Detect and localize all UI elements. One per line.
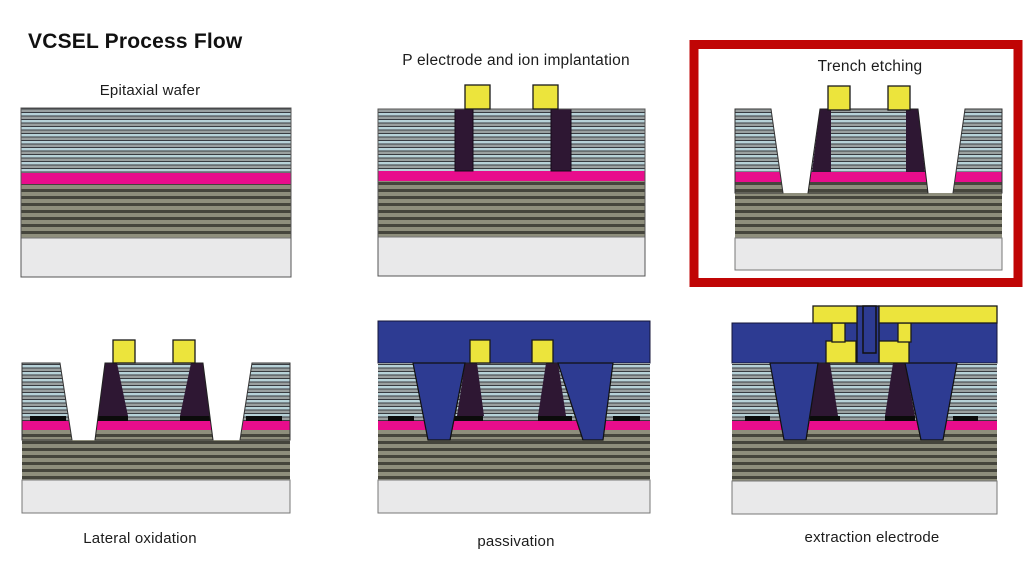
page-title: VCSEL Process Flow xyxy=(28,30,243,53)
aperture-slot xyxy=(862,305,877,354)
oxide-layer xyxy=(885,416,915,421)
ion-implant-region xyxy=(812,109,831,172)
ion-implant-region xyxy=(98,363,128,416)
bottom-dbr-stack xyxy=(22,440,290,480)
p-electrode xyxy=(827,85,851,111)
oxide-layer xyxy=(538,416,572,421)
passivation-trench-fill xyxy=(412,362,466,441)
substrate xyxy=(731,480,998,515)
panel-passivation xyxy=(377,320,651,514)
active-layer xyxy=(21,173,291,184)
extraction-electrode-via xyxy=(897,322,912,343)
sidewall-left xyxy=(22,363,72,440)
bottom-dbr-stack xyxy=(735,193,1002,238)
sidewall-right-outline xyxy=(952,108,1003,194)
sidewall-right-outline xyxy=(239,362,291,441)
bottom-dbr-stack xyxy=(732,440,997,481)
oxide-layer xyxy=(388,416,414,421)
p-electrode xyxy=(469,339,491,364)
sidewall-right xyxy=(240,363,290,440)
mesa xyxy=(806,363,921,440)
passivation-trench-fill xyxy=(769,362,819,441)
panel-trench-etching xyxy=(689,40,1023,287)
substrate xyxy=(21,479,291,514)
oxide-layer xyxy=(95,416,128,421)
sidewall-left-outline xyxy=(734,108,784,194)
panel-lateral-oxidation xyxy=(21,339,291,514)
oxide-layer xyxy=(745,416,770,421)
mesa-outline xyxy=(807,108,929,194)
passivation-trench-fill xyxy=(557,362,614,441)
p-electrode xyxy=(887,85,911,111)
panel-extraction-electrode xyxy=(731,305,998,515)
active-layer xyxy=(378,171,645,181)
panel-label-trench-etching: Trench etching xyxy=(817,58,923,75)
p-electrode xyxy=(172,339,196,364)
highlight-frame xyxy=(689,40,1023,287)
passivation-layer xyxy=(377,320,651,364)
oxide-layer xyxy=(246,416,282,421)
wafer-outline xyxy=(20,107,292,278)
oxide-layer xyxy=(810,416,840,421)
extraction-electrode-via xyxy=(831,322,846,343)
ion-implant-region xyxy=(454,108,474,172)
passivation-trench-fill xyxy=(904,362,958,441)
p-electrode xyxy=(464,84,491,110)
mesa xyxy=(808,109,928,193)
mesa xyxy=(95,363,213,440)
sidewall-right xyxy=(953,109,1002,193)
mesa-outline xyxy=(94,362,214,441)
panel-label-p-electrode: P electrode and ion implantation xyxy=(402,52,630,69)
oxide-layer xyxy=(613,416,640,421)
ion-implant-region xyxy=(810,363,838,416)
ion-implant-region xyxy=(906,109,925,172)
panel-epitaxial-wafer xyxy=(20,107,292,278)
panel-label-lateral-oxidation: Lateral oxidation xyxy=(83,530,197,547)
wafer-outline xyxy=(377,108,646,277)
extraction-electrode-pad xyxy=(878,305,998,324)
p-electrode xyxy=(531,339,554,364)
substrate xyxy=(20,237,292,278)
ion-implant-region xyxy=(550,108,572,172)
bottom-dbr-stack xyxy=(21,184,291,238)
top-dbr-stack xyxy=(21,108,291,173)
extraction-electrode-pad xyxy=(812,305,858,324)
ion-implant-region xyxy=(538,363,566,416)
bottom-dbr-stack xyxy=(378,440,650,480)
oxide-layer xyxy=(452,416,483,421)
sidewall-left-outline xyxy=(21,362,73,441)
p-electrode xyxy=(532,84,559,110)
oxide-layer xyxy=(180,416,213,421)
p-electrode xyxy=(878,340,910,364)
panel-label-extraction-electrode: extraction electrode xyxy=(804,529,940,546)
p-electrode xyxy=(825,340,857,364)
panel-label-passivation: passivation xyxy=(477,533,555,550)
oxide-layer xyxy=(30,416,66,421)
substrate xyxy=(377,479,651,514)
ion-implant-region xyxy=(457,363,484,416)
bottom-dbr-stack xyxy=(378,181,645,237)
ion-implant-region xyxy=(180,363,210,416)
p-electrode xyxy=(112,339,136,364)
panel-p-electrode-ion-implantation xyxy=(377,84,646,277)
substrate xyxy=(377,236,646,277)
substrate xyxy=(734,237,1003,271)
top-dbr-stack xyxy=(378,109,645,171)
oxide-layer xyxy=(953,416,978,421)
panel-label-epitaxial-wafer: Epitaxial wafer xyxy=(99,82,201,99)
